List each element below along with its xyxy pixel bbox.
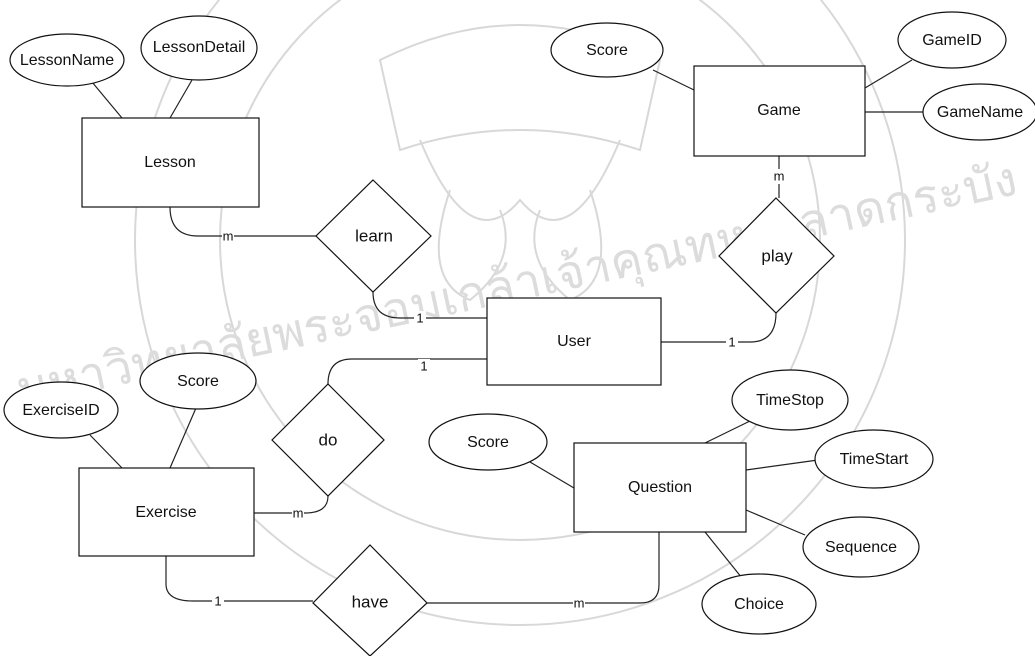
entity-question-label: Question xyxy=(628,479,692,496)
edge-score-question xyxy=(529,461,575,489)
cardinality-play-user: 1 xyxy=(728,334,735,349)
attribute-exercise-score[interactable]: Score xyxy=(139,352,257,410)
relationship-do-label: do xyxy=(319,430,338,449)
edge-choice-question xyxy=(704,531,743,579)
connectors xyxy=(89,59,924,604)
edge-exerciseid-exercise xyxy=(89,434,123,469)
edge-lessonname-lesson xyxy=(91,81,123,119)
edge-learn-user xyxy=(372,291,487,319)
attribute-time-start-label: TimeStart xyxy=(840,451,909,468)
edge-lessondetail-lesson xyxy=(169,79,193,119)
entity-game[interactable]: Game xyxy=(693,65,866,157)
attribute-question-score[interactable]: Score xyxy=(428,413,548,471)
attribute-time-stop-label: TimeStop xyxy=(756,392,824,409)
entity-question[interactable]: Question xyxy=(573,442,747,533)
edge-score-game xyxy=(652,69,695,91)
cardinality-exercise-have: 1 xyxy=(214,593,221,608)
attribute-game-name[interactable]: GameName xyxy=(922,83,1035,141)
attribute-lesson-name[interactable]: LessonName xyxy=(9,33,125,87)
edge-lesson-learn xyxy=(169,206,316,237)
attribute-game-score[interactable]: Score xyxy=(550,22,664,78)
cardinality-do-exercise: m xyxy=(293,505,304,520)
attribute-exercise-id[interactable]: ExerciseID xyxy=(3,381,119,439)
edge-have-question xyxy=(427,530,660,604)
attribute-lesson-name-label: LessonName xyxy=(20,52,114,69)
entity-user[interactable]: User xyxy=(486,297,662,386)
entity-user-label: User xyxy=(557,333,591,350)
edge-timestart-question xyxy=(745,459,819,471)
edge-play-user xyxy=(661,312,777,343)
attribute-choice[interactable]: Choice xyxy=(701,573,817,635)
attribute-game-id-label: GameID xyxy=(922,32,982,49)
edge-score-exercise xyxy=(169,407,197,469)
attribute-lesson-detail-label: LessonDetail xyxy=(153,39,246,56)
attribute-game-id[interactable]: GameID xyxy=(897,11,1007,69)
attribute-question-score-label: Score xyxy=(467,434,509,451)
edge-timestop-question xyxy=(704,420,751,444)
attribute-game-score-label: Score xyxy=(586,42,628,59)
attribute-exercise-id-label: ExerciseID xyxy=(22,402,99,419)
entity-lesson[interactable]: Lesson xyxy=(81,117,260,208)
cardinality-user-do: 1 xyxy=(420,358,427,373)
relationship-have-label: have xyxy=(352,592,389,611)
edge-do-exercise xyxy=(254,495,329,514)
relationship-do[interactable]: do xyxy=(271,383,385,497)
entity-exercise-label: Exercise xyxy=(135,504,196,521)
attribute-choice-label: Choice xyxy=(734,596,784,613)
attribute-game-name-label: GameName xyxy=(937,104,1023,121)
edge-sequence-question xyxy=(745,509,806,536)
edge-user-do xyxy=(327,358,487,385)
attribute-sequence[interactable]: Sequence xyxy=(802,516,920,578)
attribute-time-stop[interactable]: TimeStop xyxy=(731,369,849,431)
attribute-sequence-label: Sequence xyxy=(825,539,897,556)
entity-exercise[interactable]: Exercise xyxy=(78,467,255,557)
attribute-lesson-detail[interactable]: LessonDetail xyxy=(140,15,258,81)
edge-exercise-have xyxy=(165,556,313,602)
cardinality-have-question: m xyxy=(574,595,585,610)
relationship-play[interactable]: play xyxy=(718,197,835,314)
relationship-have[interactable]: have xyxy=(312,544,428,656)
cardinality-learn-user: 1 xyxy=(416,310,423,325)
attribute-exercise-score-label: Score xyxy=(177,373,219,390)
edge-gameid-game xyxy=(864,59,913,89)
cardinality-labels: m 1 m 1 1 m 1 m xyxy=(212,168,785,611)
cardinality-game-play: m xyxy=(774,168,785,183)
relationship-learn[interactable]: learn xyxy=(315,179,432,293)
entity-lesson-label: Lesson xyxy=(144,154,196,171)
entity-game-label: Game xyxy=(757,102,801,119)
relationship-learn-label: learn xyxy=(355,226,393,245)
relationship-play-label: play xyxy=(761,246,793,265)
attribute-time-start[interactable]: TimeStart xyxy=(814,429,934,489)
cardinality-lesson-learn: m xyxy=(223,228,234,243)
